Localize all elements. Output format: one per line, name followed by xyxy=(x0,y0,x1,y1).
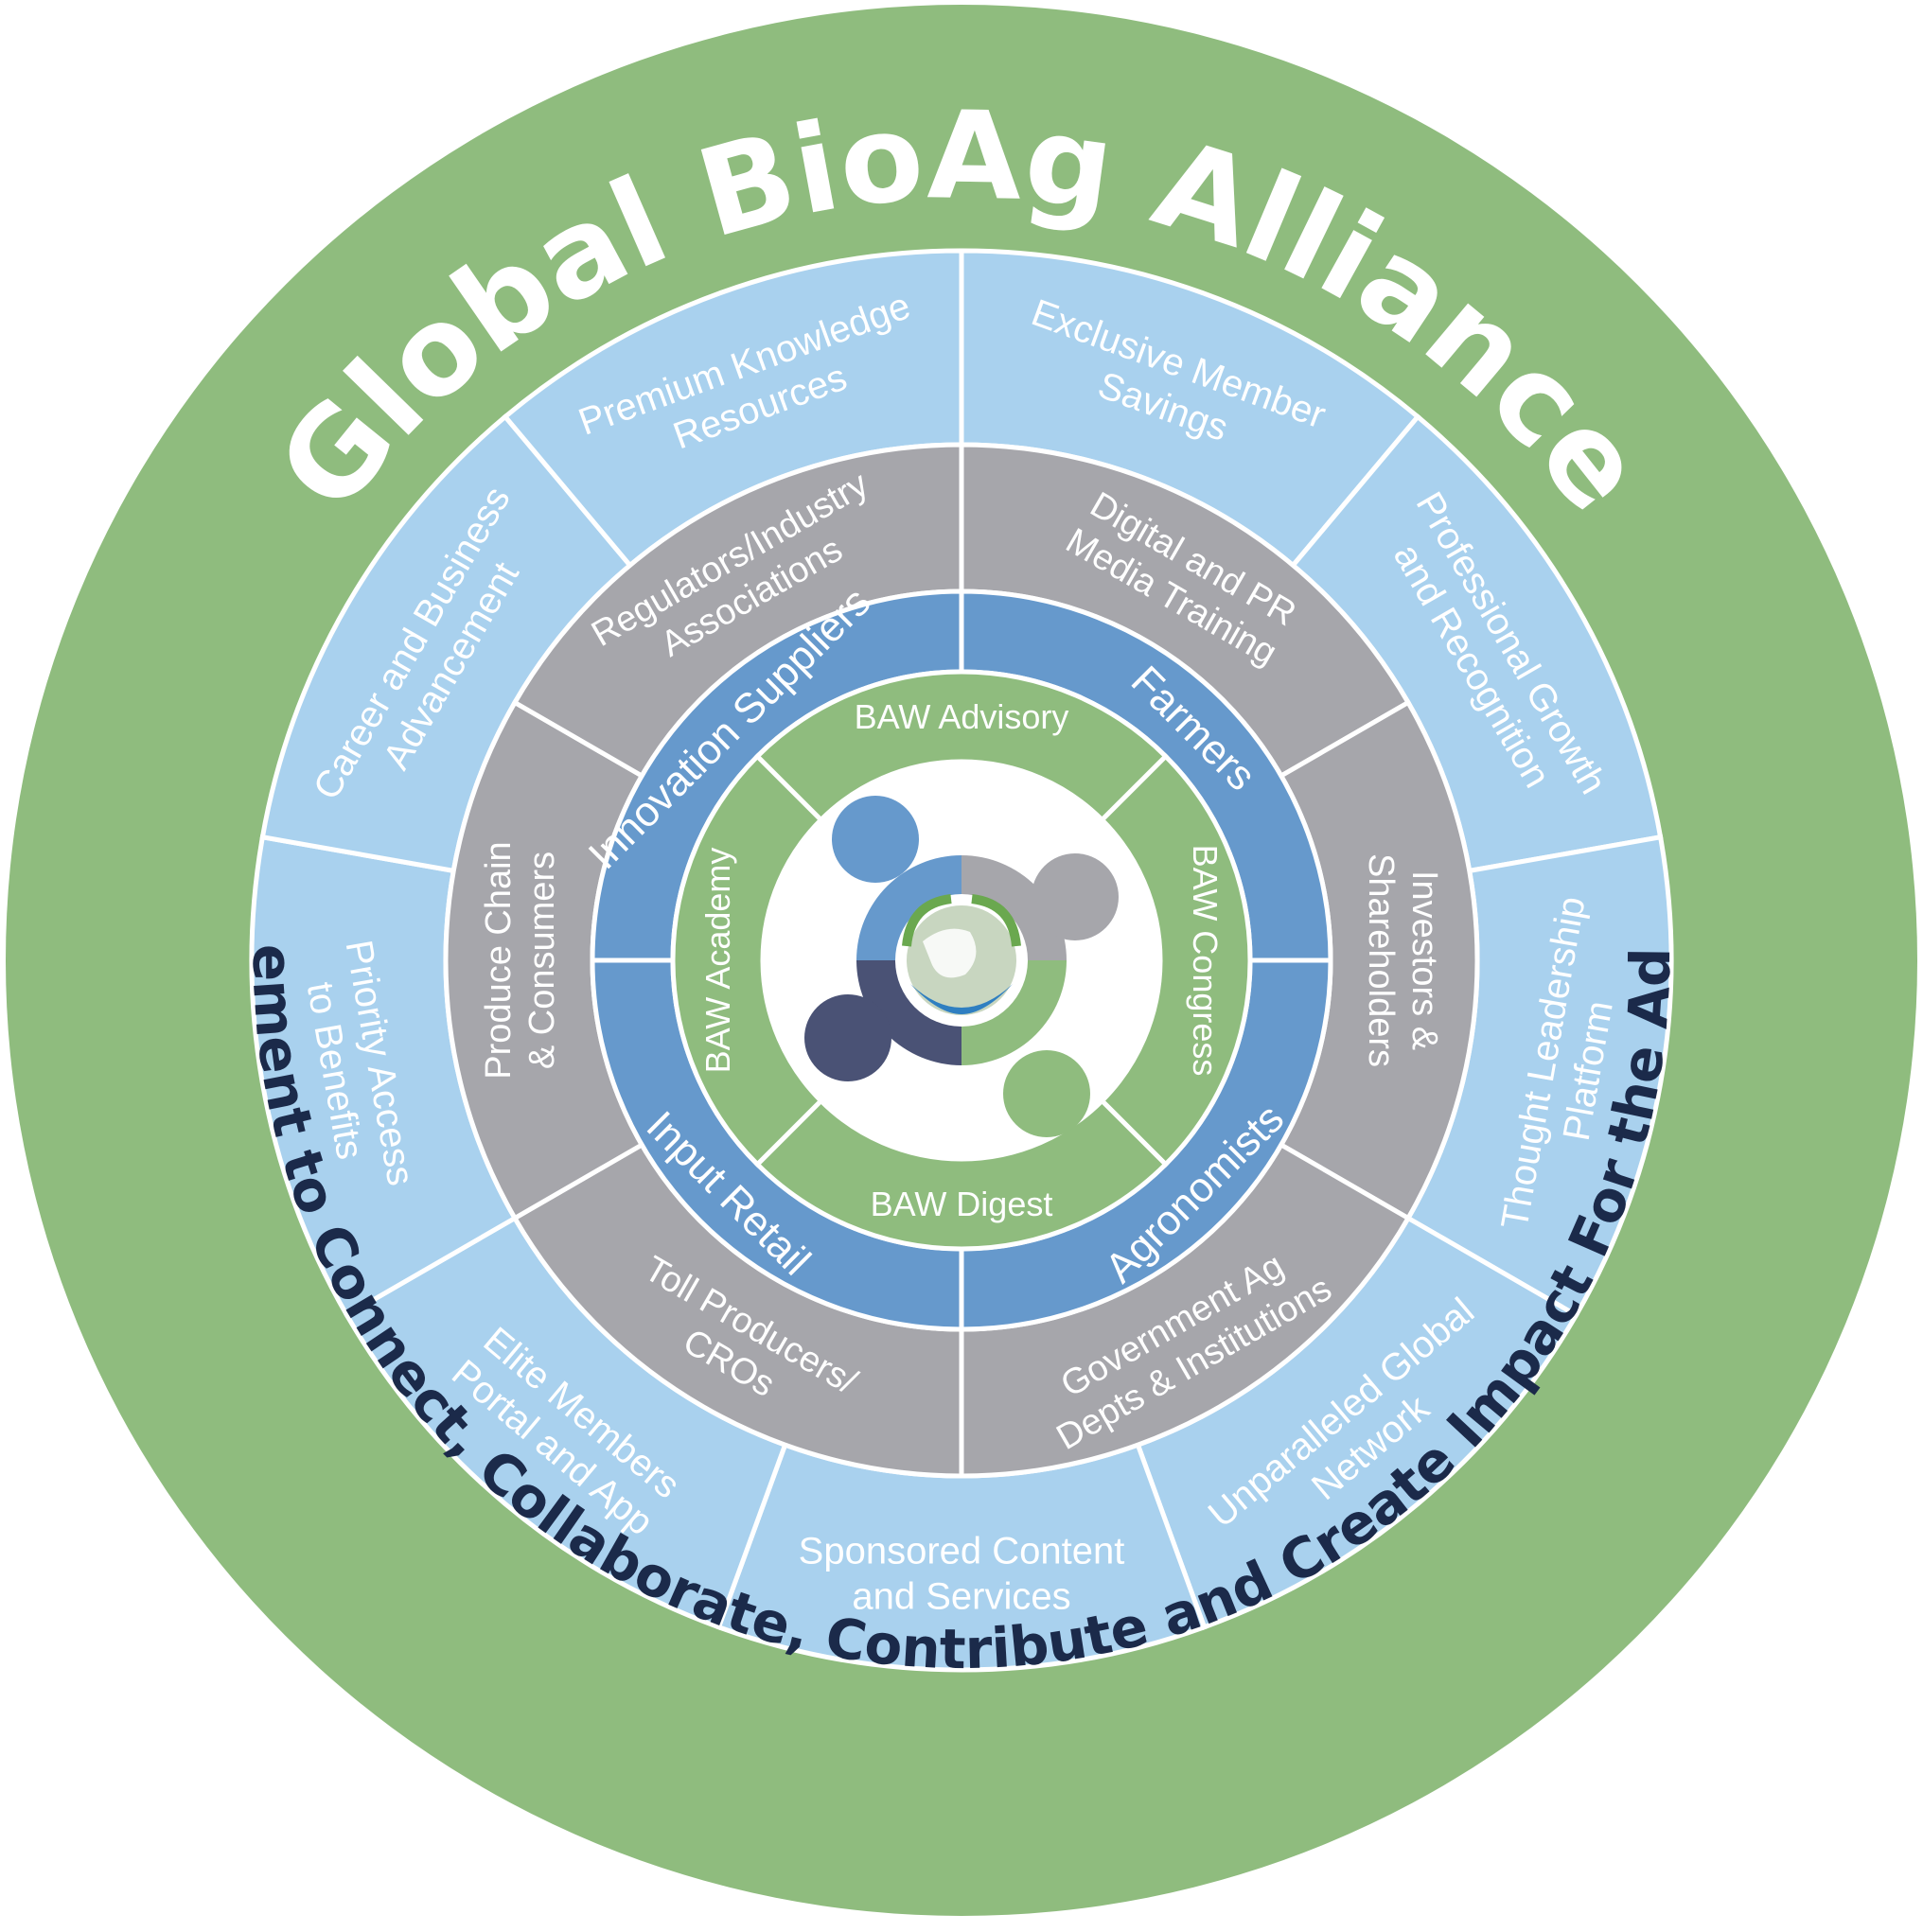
stakeholders-label-line: Produce Chain xyxy=(479,841,519,1079)
programs-label-baw-advisory: BAW Advisory xyxy=(855,697,1069,736)
benefits-label-line: Sponsored Content xyxy=(799,1531,1125,1572)
stakeholders-label-line: Shareholders xyxy=(1361,853,1401,1067)
stakeholders-label-line: & Consumers xyxy=(522,852,562,1069)
programs-label-line: BAW Advisory xyxy=(855,697,1069,736)
programs-label-line: BAW Congress xyxy=(1186,845,1225,1077)
programs-label-baw-academy: BAW Academy xyxy=(698,848,737,1074)
benefits-label-line: and Services xyxy=(852,1576,1070,1618)
programs-label-baw-congress: BAW Congress xyxy=(1186,845,1225,1077)
stakeholders-label-line: Investors & xyxy=(1404,870,1444,1050)
programs-label-baw-digest: BAW Digest xyxy=(871,1185,1053,1223)
programs-label-line: BAW Academy xyxy=(698,848,737,1074)
stakeholders-label-produce-chain-consumers: Produce Chain& Consumers xyxy=(479,841,562,1079)
programs-label-line: BAW Digest xyxy=(871,1185,1053,1223)
people-around-globe-logo-icon xyxy=(763,762,1160,1159)
stakeholders-label-investors-shareholders: Investors &Shareholders xyxy=(1361,853,1444,1067)
